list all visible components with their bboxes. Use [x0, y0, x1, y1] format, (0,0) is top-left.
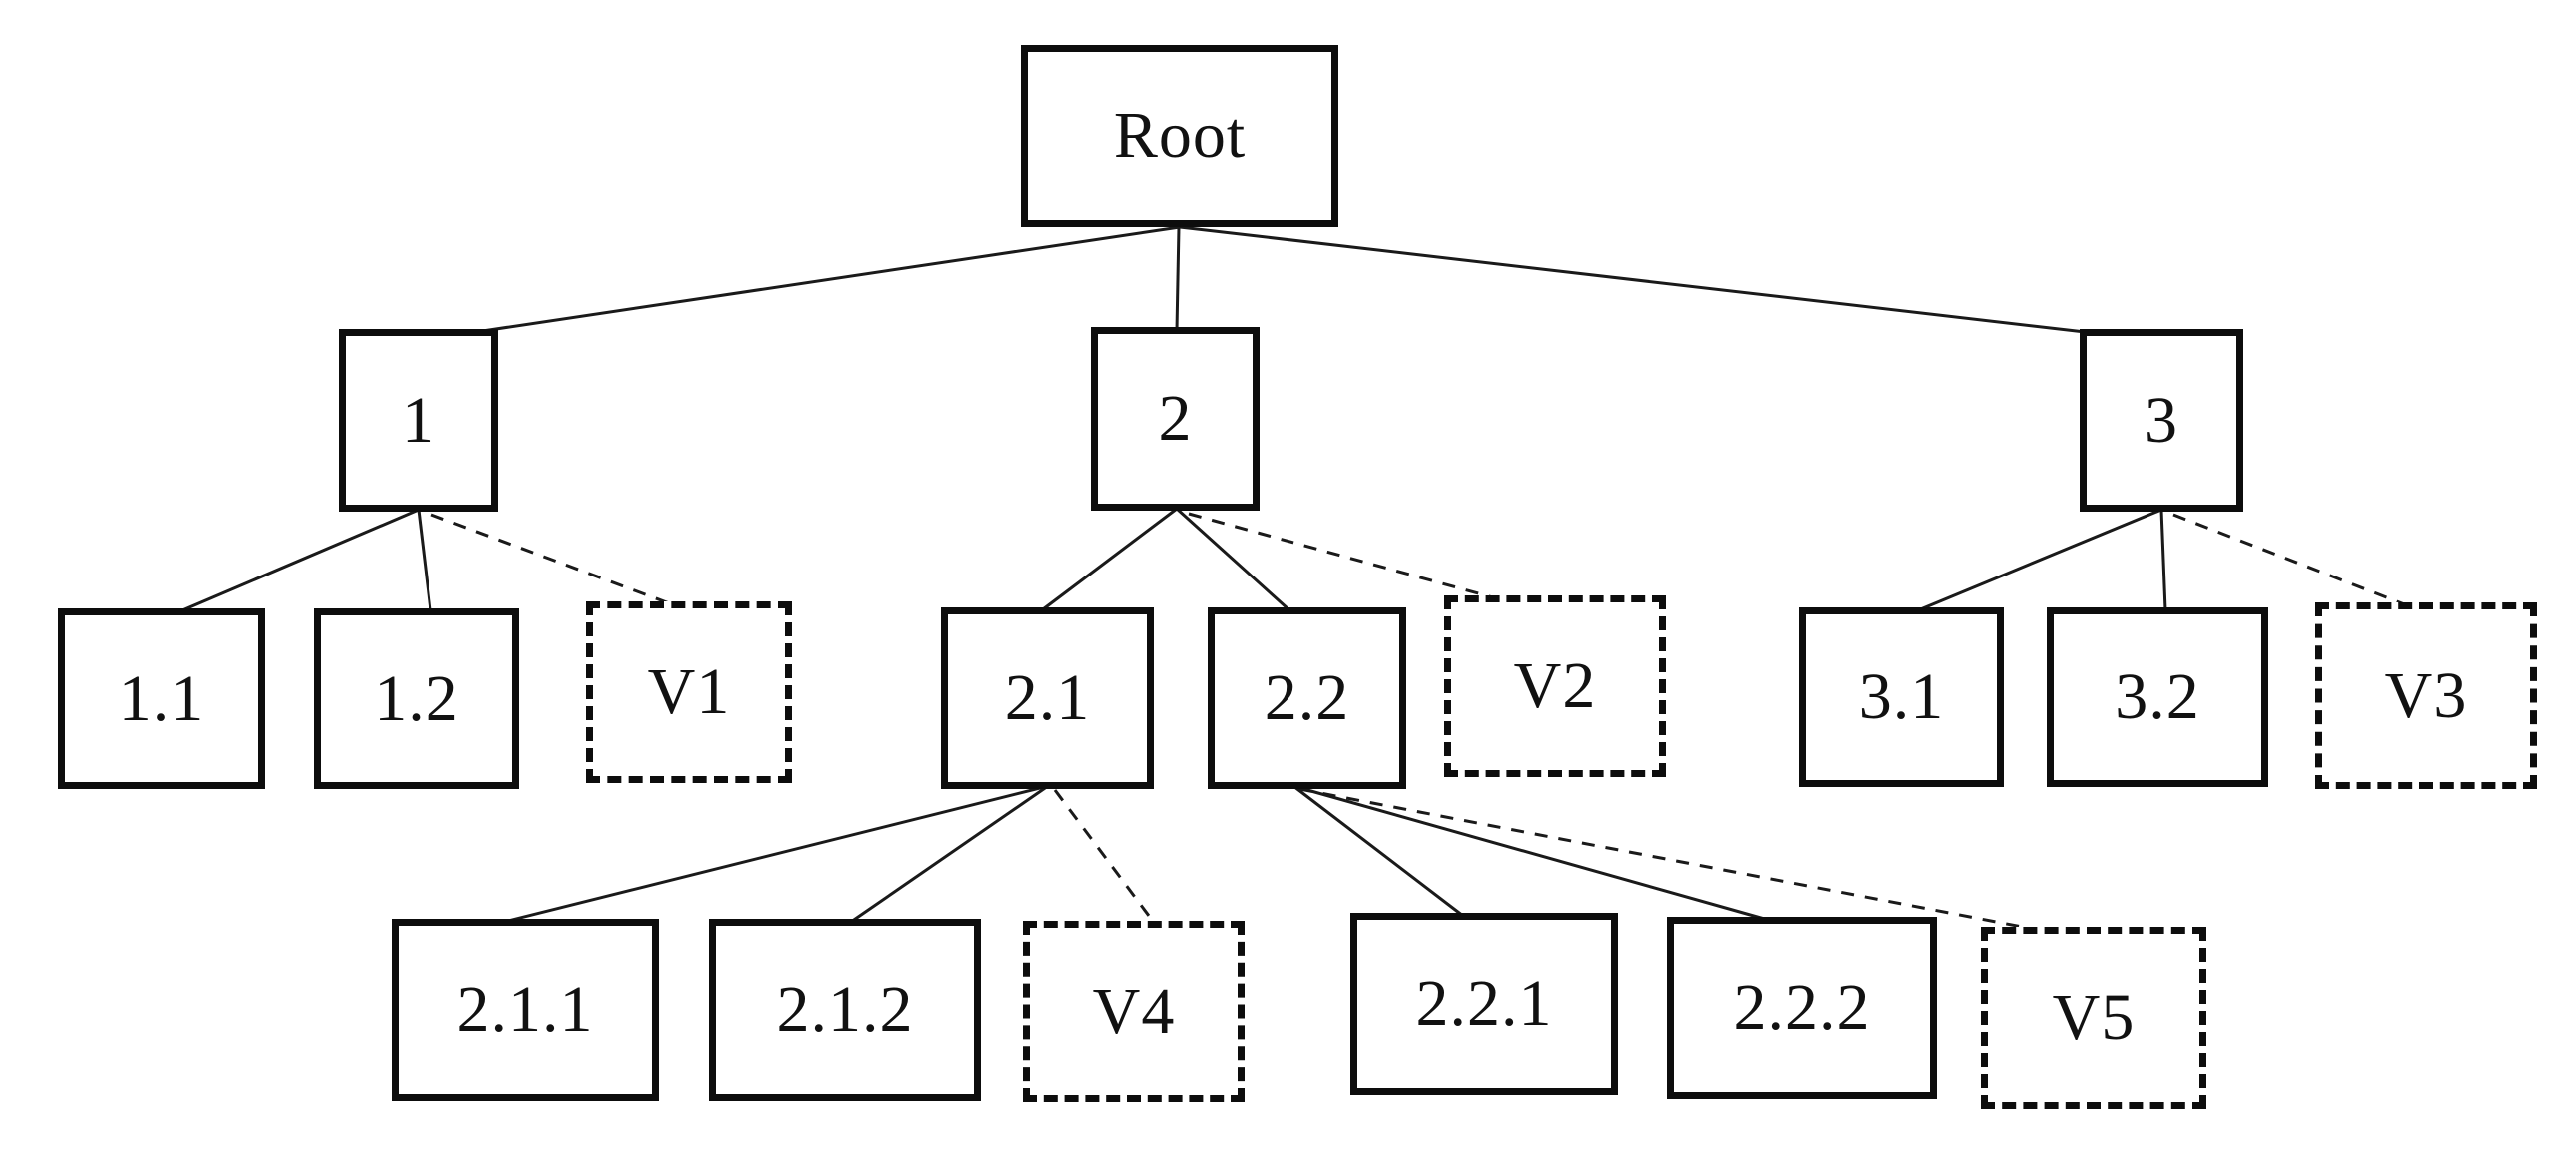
node-2-1-1: 2.1.1	[392, 919, 659, 1101]
node-2-1-2: 2.1.2	[709, 919, 981, 1101]
node-2-1-1-label: 2.1.1	[456, 973, 594, 1046]
node-2: 2	[1091, 327, 1260, 511]
edge-root-2	[1175, 226, 1181, 332]
node-3-1-label: 3.1	[1858, 660, 1945, 733]
edge-root-1	[468, 225, 1181, 335]
edge-3-3.2	[2159, 509, 2167, 611]
edge-2.1-2.1.2	[850, 784, 1049, 924]
node-3-1: 3.1	[1799, 607, 2004, 787]
node-v4-label: V4	[1092, 974, 1176, 1048]
node-2-1: 2.1	[941, 607, 1154, 789]
edge-2.1-2.1.1	[503, 784, 1049, 924]
node-3-label: 3	[2145, 383, 2178, 457]
node-v3-label: V3	[2384, 658, 2468, 732]
edge-2-2.2	[1175, 507, 1290, 611]
node-3-2: 3.2	[2047, 607, 2268, 787]
edge-3-V3	[2172, 513, 2408, 607]
node-3: 3	[2080, 329, 2243, 512]
node-1-1-label: 1.1	[118, 661, 205, 735]
edge-2-V2	[1188, 512, 1501, 601]
node-2-2-label: 2.2	[1264, 661, 1350, 734]
node-v1-label: V1	[647, 655, 731, 728]
node-v1: V1	[586, 601, 792, 783]
node-v5-label: V5	[2052, 981, 2136, 1054]
edge-root-3	[1179, 225, 2095, 335]
node-1-2-label: 1.2	[374, 661, 459, 735]
node-v3: V3	[2315, 602, 2537, 789]
node-2-1-2-label: 2.1.2	[776, 973, 914, 1046]
node-2-1-label: 2.1	[1004, 661, 1091, 734]
edge-3-3.1	[1917, 508, 2162, 612]
edge-2.2-2.2.1	[1292, 784, 1464, 918]
node-2-2: 2.2	[1208, 607, 1406, 789]
node-2-2-2-label: 2.2.2	[1733, 971, 1871, 1044]
node-1: 1	[339, 329, 498, 512]
node-2-label: 2	[1158, 382, 1193, 455]
edge-1-1.2	[417, 509, 432, 611]
node-2-2-2: 2.2.2	[1667, 917, 1937, 1099]
node-1-2: 1.2	[314, 608, 519, 789]
node-v2: V2	[1444, 595, 1666, 777]
edge-2-2.1	[1042, 507, 1178, 611]
node-1-label: 1	[402, 383, 435, 457]
node-3-2-label: 3.2	[2115, 660, 2200, 733]
node-2-2-1-label: 2.2.1	[1415, 967, 1553, 1040]
edge-2.1-V4	[1053, 789, 1157, 925]
node-root: Root	[1021, 45, 1338, 227]
edge-1-V1	[430, 513, 673, 606]
node-1-1: 1.1	[58, 608, 265, 789]
node-v4: V4	[1023, 921, 1245, 1102]
edge-1-1.1	[181, 508, 420, 612]
edge-2.2-2.2.2	[1292, 784, 1769, 922]
node-2-2-1: 2.2.1	[1350, 913, 1618, 1095]
node-v2-label: V2	[1513, 649, 1597, 722]
node-v5: V5	[1981, 927, 2206, 1109]
node-root-label: Root	[1113, 99, 1247, 172]
edge-2.2-V5	[1298, 787, 2039, 932]
